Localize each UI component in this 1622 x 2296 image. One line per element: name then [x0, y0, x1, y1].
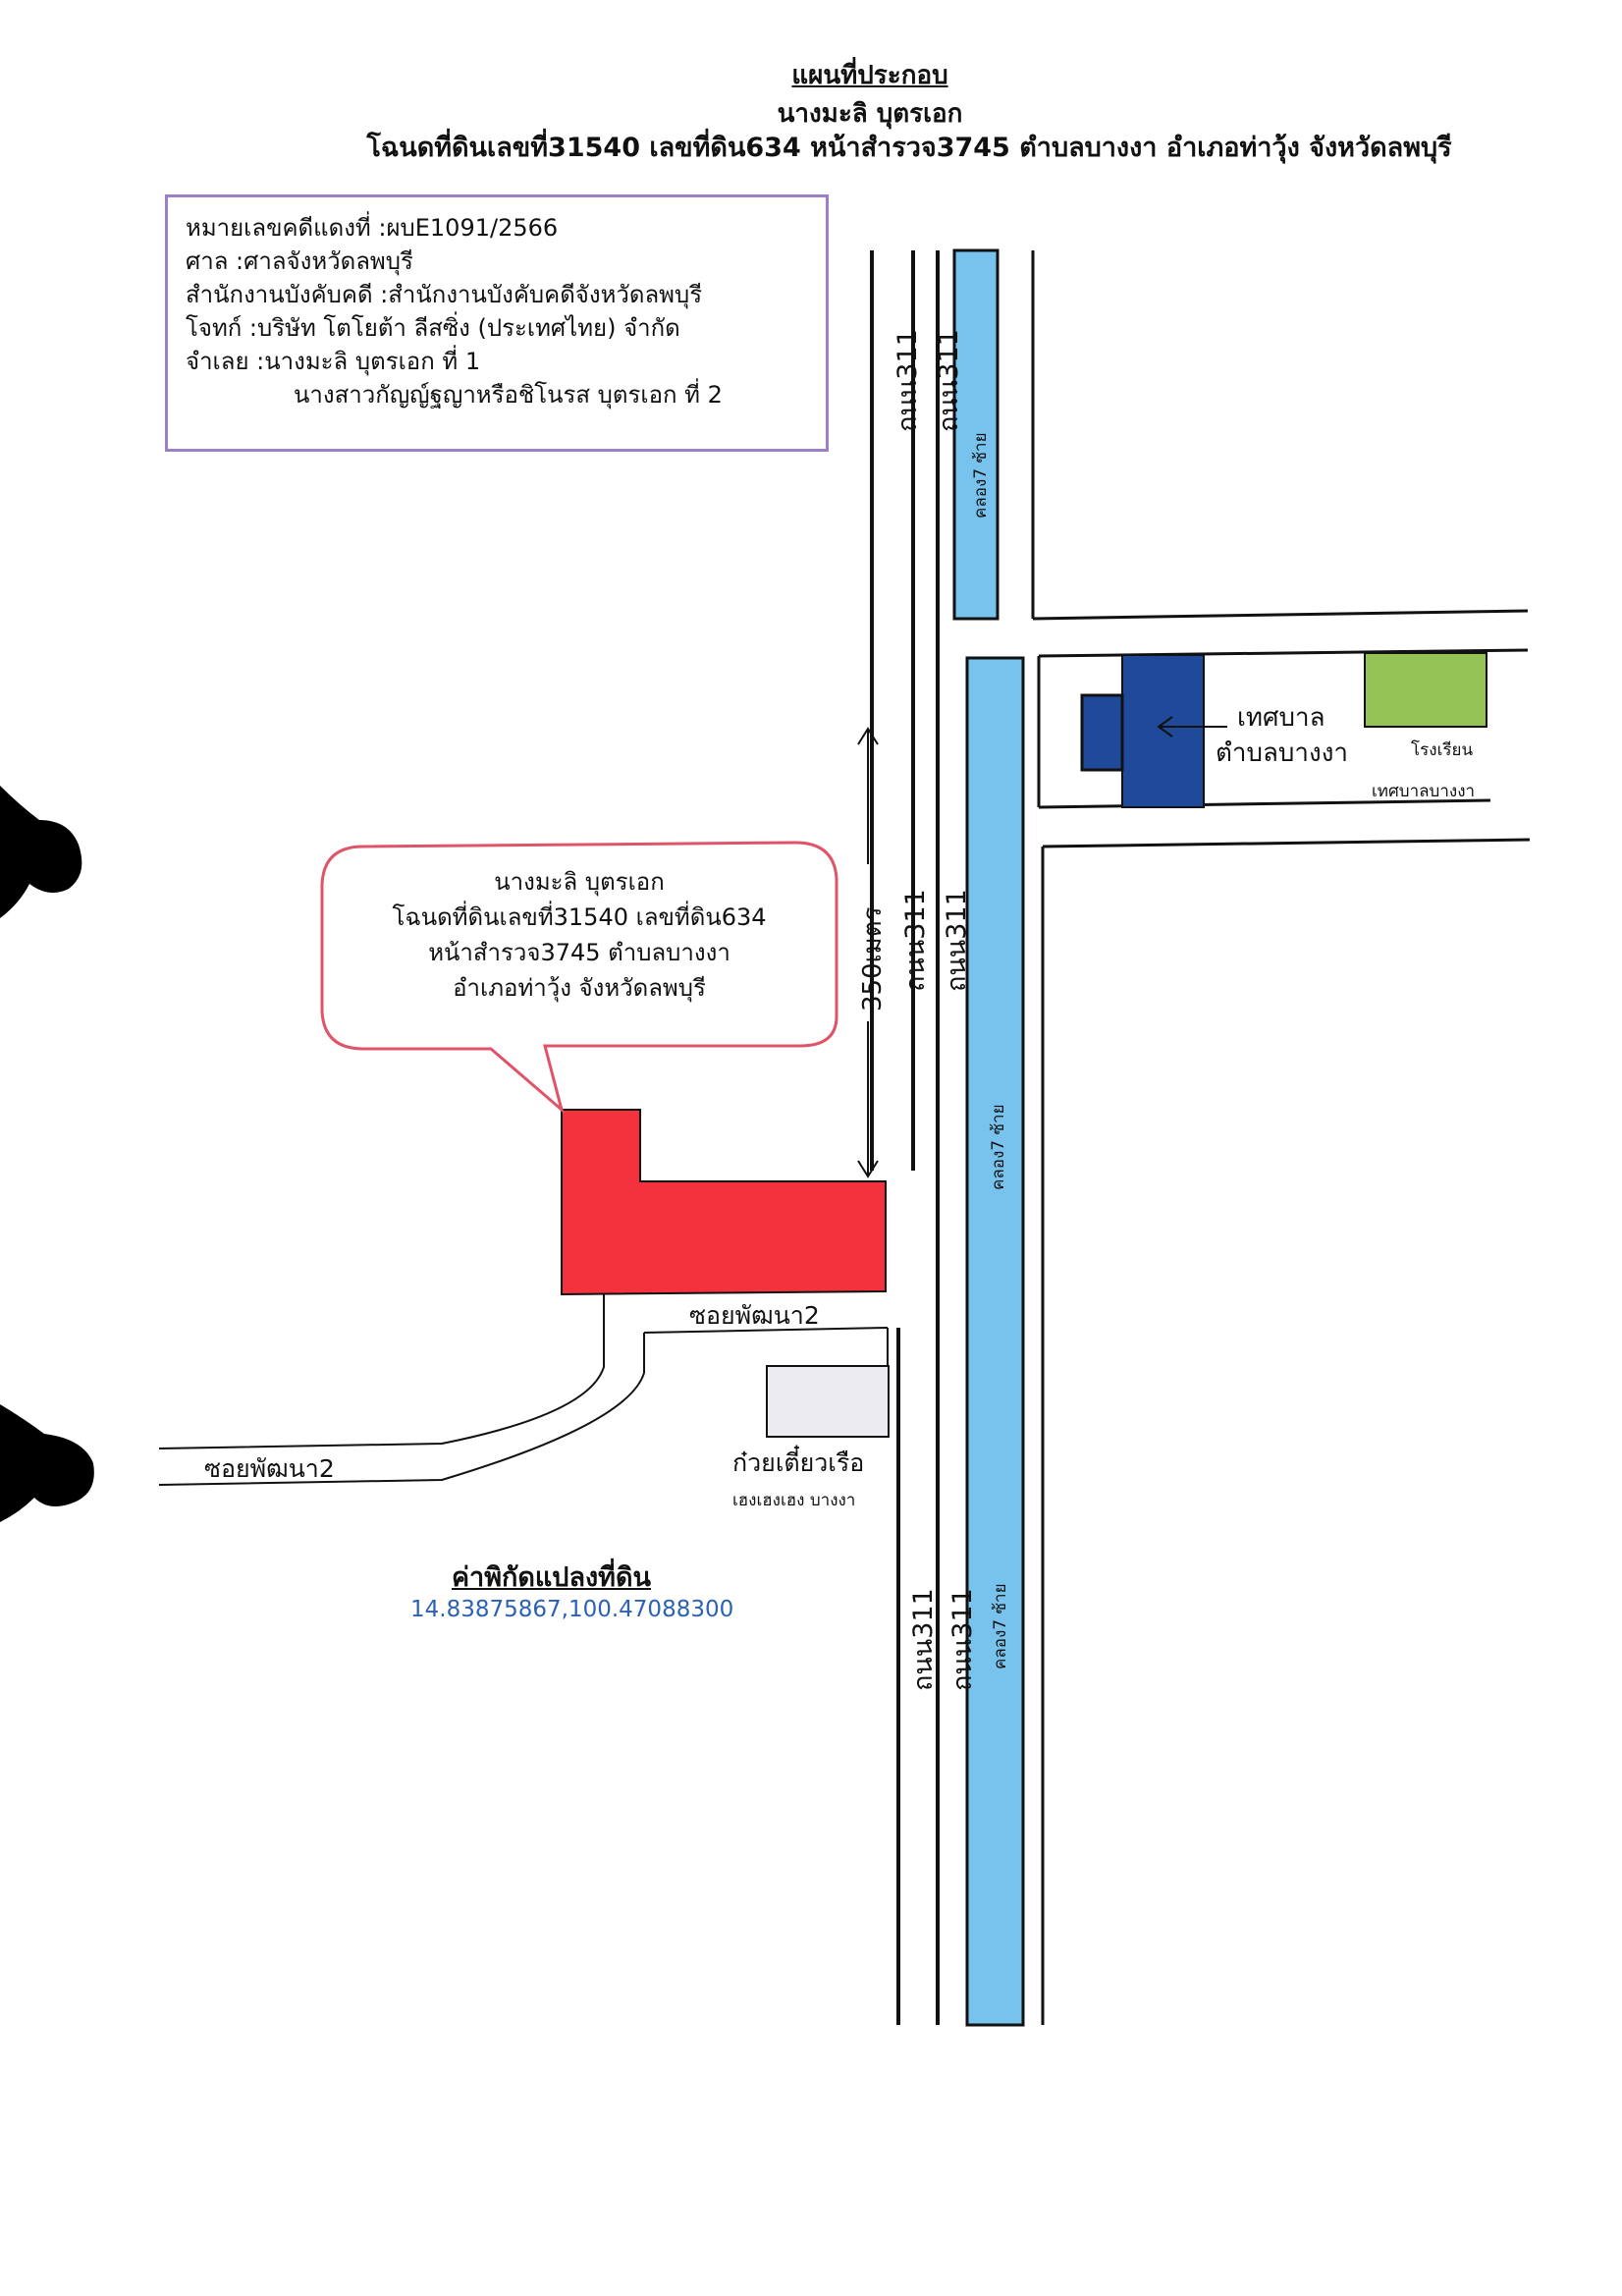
defendant-2: นางสาวกัญญ์ฐญาหรือชิโนรส บุตรเอก ที่ 2: [294, 381, 723, 409]
canal-label-3: คลอง7 ซ้าย: [991, 1583, 1010, 1669]
soi-label-1: ซอยพัฒนา2: [689, 1301, 820, 1330]
road-label-1: ถนน311: [892, 329, 923, 432]
coords-value: 14.83875867,100.47088300: [410, 1597, 734, 1622]
canal-upper: [952, 248, 1000, 621]
soi-label-2: ซอยพัฒนา2: [204, 1454, 335, 1483]
deed-description: โฉนดที่ดินเลขที่31540 เลขที่ดิน634 หน้าส…: [366, 133, 1452, 163]
coords-title: ค่าพิกัดแปลงที่ดิน: [452, 1562, 651, 1593]
defendant-1: จำเลย :นางมะลิ บุตรเอก ที่ 1: [186, 348, 481, 375]
school-label: โรงเรียน: [1411, 740, 1474, 760]
callout-bubble: [320, 841, 838, 1115]
scan-hole-marks: [0, 786, 94, 1522]
school-building: [1364, 652, 1487, 728]
court: ศาล :ศาลจังหวัดลพบุรี: [186, 247, 413, 275]
map-title: แผนที่ประกอบ: [791, 61, 948, 90]
municipality-label-2: ตำบลบางงา: [1216, 738, 1349, 768]
road-311-lines: [870, 250, 940, 2025]
municipality-annex: [1080, 693, 1124, 772]
road-label-6: ถนน311: [947, 1588, 978, 1691]
callout-text: นางมะลิ บุตรเอก โฉนดที่ดินเลขที่31540 เล…: [334, 864, 825, 1006]
callout-deed: โฉนดที่ดินเลขที่31540 เลขที่ดิน634: [392, 903, 767, 931]
side-roads-east: [1031, 250, 1531, 2025]
plaintiff: โจทก์ :บริษัท โตโยต้า ลีสซิ่ง (ประเทศไทย…: [186, 314, 680, 342]
noodle-shop-building: [766, 1365, 890, 1438]
municipality-arrow: [1157, 716, 1227, 738]
callout-district: อำเภอท่าวุ้ง จังหวัดลพบุรี: [453, 974, 706, 1002]
owner-name: นางมะลิ บุตรเอก: [777, 99, 963, 129]
noodle-shop-label: ก๋วยเตี๋ยวเรือ: [732, 1449, 865, 1477]
distance-arrow: [857, 727, 879, 1178]
school-name: เทศบาลบางงา: [1372, 782, 1476, 801]
distance-label: 350เมตร: [858, 906, 888, 1011]
noodle-shop-name: เฮงเฮงเฮง บางงา: [732, 1491, 856, 1510]
road-label-5: ถนน311: [908, 1588, 939, 1691]
municipality-building: [1121, 654, 1205, 808]
road-label-3: ถนน311: [900, 889, 931, 992]
enforcement-office: สำนักงานบังคับคดี :สำนักงานบังคับคดีจังห…: [186, 281, 703, 308]
land-plot: [561, 1109, 887, 1296]
road-label-2: ถนน311: [934, 329, 964, 432]
case-number: หมายเลขคดีแดงที่ :ผบE1091/2566: [186, 214, 559, 242]
callout-owner: นางมะลิ บุตรเอก: [494, 868, 665, 896]
municipality-label: เทศบาล: [1237, 703, 1325, 733]
case-info-box: หมายเลขคดีแดงที่ :ผบE1091/2566 ศาล :ศาลจ…: [165, 194, 829, 452]
canal-label-1: คลอง7 ซ้าย: [971, 432, 991, 519]
canal-lower: [965, 656, 1025, 2027]
canal-label-2: คลอง7 ซ้าย: [989, 1104, 1008, 1190]
road-label-4: ถนน311: [942, 889, 972, 992]
callout-survey: หน้าสำรวจ3745 ตำบลบางงา: [428, 939, 730, 966]
